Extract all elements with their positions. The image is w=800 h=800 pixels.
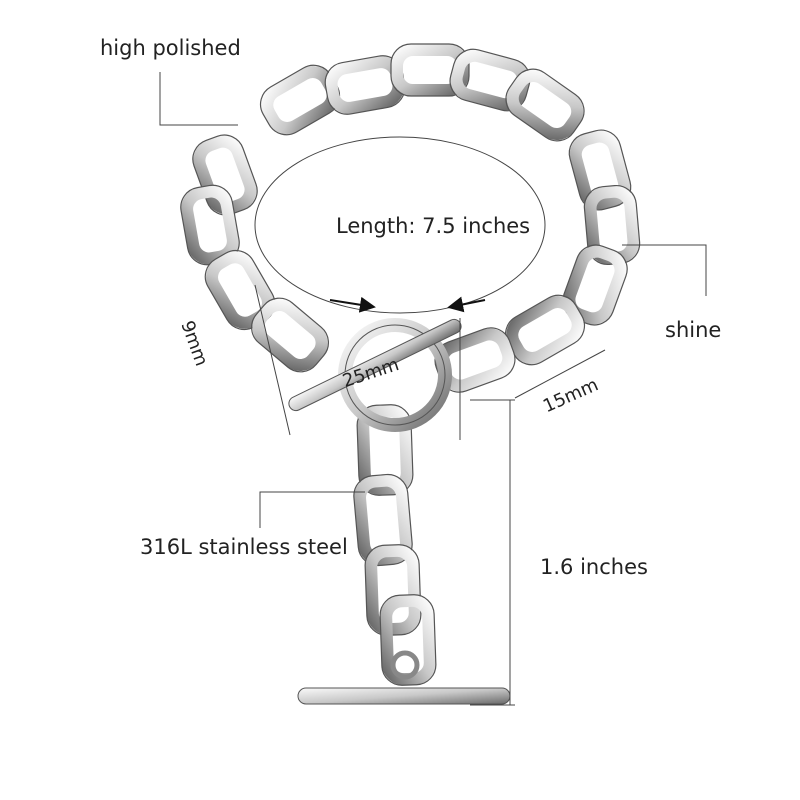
chain-link: [353, 473, 413, 567]
length-ellipse: [254, 136, 546, 314]
leader-shine: [622, 244, 707, 296]
label-material: 316L stainless steel: [140, 535, 348, 559]
chain-links: [180, 43, 641, 686]
chain-link: [505, 68, 585, 142]
chain-link: [568, 129, 632, 211]
chain-link: [356, 404, 414, 496]
arrow-left: [329, 296, 376, 313]
label-drop-length: 1.6 inches: [540, 555, 648, 579]
toggle-bar-bottom: [297, 687, 511, 705]
arrow-right: [447, 296, 486, 313]
label-shine: shine: [665, 318, 722, 342]
label-high-polished: high polished: [100, 36, 241, 60]
chain-link: [192, 134, 258, 216]
leader-high-polished: [159, 72, 238, 126]
chain-link: [250, 297, 330, 373]
chain-link: [364, 544, 422, 636]
leader-material: [259, 491, 365, 528]
label-length: Length: 7.5 inches: [336, 214, 531, 238]
chain-link: [379, 594, 437, 686]
